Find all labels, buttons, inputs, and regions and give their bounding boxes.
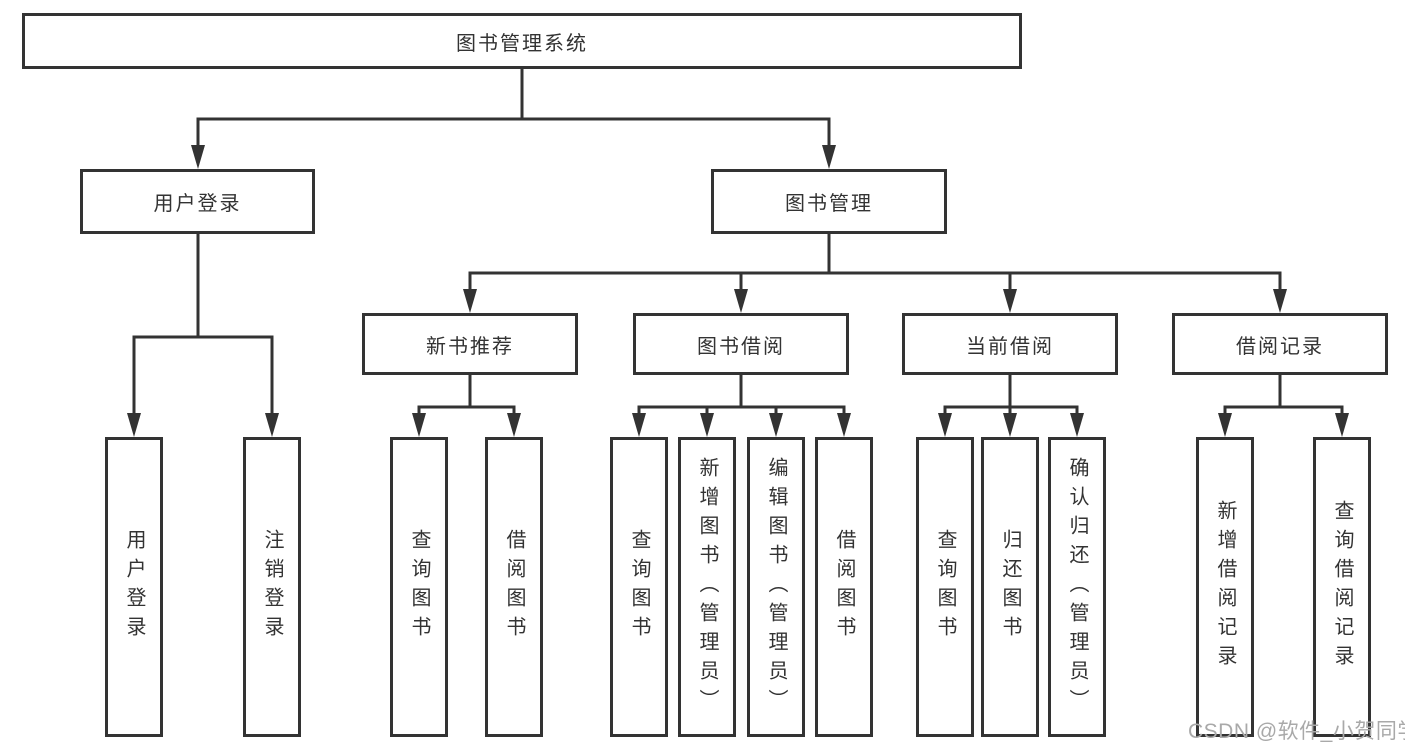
arrowheads-level4 [412, 413, 1349, 437]
node-label: 图书管理 [785, 193, 873, 215]
node-cb-return-books: 归还图书 [981, 437, 1039, 737]
node-label: 当前借阅 [966, 335, 1054, 358]
node-label: 编辑图书（管理员） [765, 456, 787, 718]
node-label: 图书管理系统 [456, 32, 588, 55]
node-user-login-leaf: 用户登录 [105, 437, 163, 737]
node-label: 查询图书 [934, 529, 956, 645]
node-label: 用户登录 [123, 529, 145, 645]
node-cb-query-books: 查询图书 [916, 437, 974, 737]
node-current-borrow: 当前借阅 [902, 313, 1118, 375]
node-nb-borrow-books: 借阅图书 [485, 437, 543, 737]
node-book-borrow: 图书借阅 [633, 313, 849, 375]
node-br-add-record: 新增借阅记录 [1196, 437, 1254, 737]
connector-userlogin-children [132, 234, 274, 413]
node-label: 借阅图书 [833, 529, 855, 645]
node-borrow-records: 借阅记录 [1172, 313, 1388, 375]
node-label: 查询图书 [408, 529, 430, 645]
node-logout-leaf: 注销登录 [243, 437, 301, 737]
connector-borrowrecords-children [1223, 375, 1344, 413]
node-book-management: 图书管理 [711, 169, 947, 234]
node-cb-confirm-return-admin: 确认归还（管理员） [1048, 437, 1106, 737]
connector-currentborrow-children [943, 375, 1079, 413]
node-label: 确认归还（管理员） [1066, 456, 1088, 718]
node-bb-query-books: 查询图书 [610, 437, 668, 737]
node-label: 新增图书（管理员） [696, 456, 718, 718]
node-label: 归还图书 [999, 529, 1021, 645]
connector-bookborrow-children [637, 375, 846, 413]
csdn-watermark: CSDN @软件_小贺同学 [1188, 720, 1405, 743]
node-label: 借阅记录 [1236, 335, 1324, 358]
arrowheads-level2 [191, 145, 836, 169]
node-label: 新增借阅记录 [1214, 500, 1236, 674]
node-label: 注销登录 [261, 529, 283, 645]
arrowheads-level3 [463, 289, 1287, 313]
node-label: 查询借阅记录 [1331, 500, 1353, 674]
node-nb-query-books: 查询图书 [390, 437, 448, 737]
node-label: 借阅图书 [503, 529, 525, 645]
node-bb-edit-books-admin: 编辑图书（管理员） [747, 437, 805, 737]
node-user-login: 用户登录 [80, 169, 315, 234]
node-label: 图书借阅 [697, 335, 785, 358]
node-library-management-system: 图书管理系统 [22, 13, 1022, 69]
node-bb-add-books-admin: 新增图书（管理员） [678, 437, 736, 737]
node-label: 查询图书 [628, 529, 650, 645]
node-label: 用户登录 [153, 193, 242, 215]
connector-newbooks-children [417, 375, 516, 413]
node-label: 新书推荐 [426, 335, 514, 358]
arrowheads-userlogin-children [127, 413, 279, 437]
node-bb-borrow-books: 借阅图书 [815, 437, 873, 737]
node-new-book-recommend: 新书推荐 [362, 313, 578, 375]
connector-root-to-level2 [196, 69, 831, 145]
connector-bookmgmt-level3 [468, 234, 1282, 289]
node-br-query-record: 查询借阅记录 [1313, 437, 1371, 737]
